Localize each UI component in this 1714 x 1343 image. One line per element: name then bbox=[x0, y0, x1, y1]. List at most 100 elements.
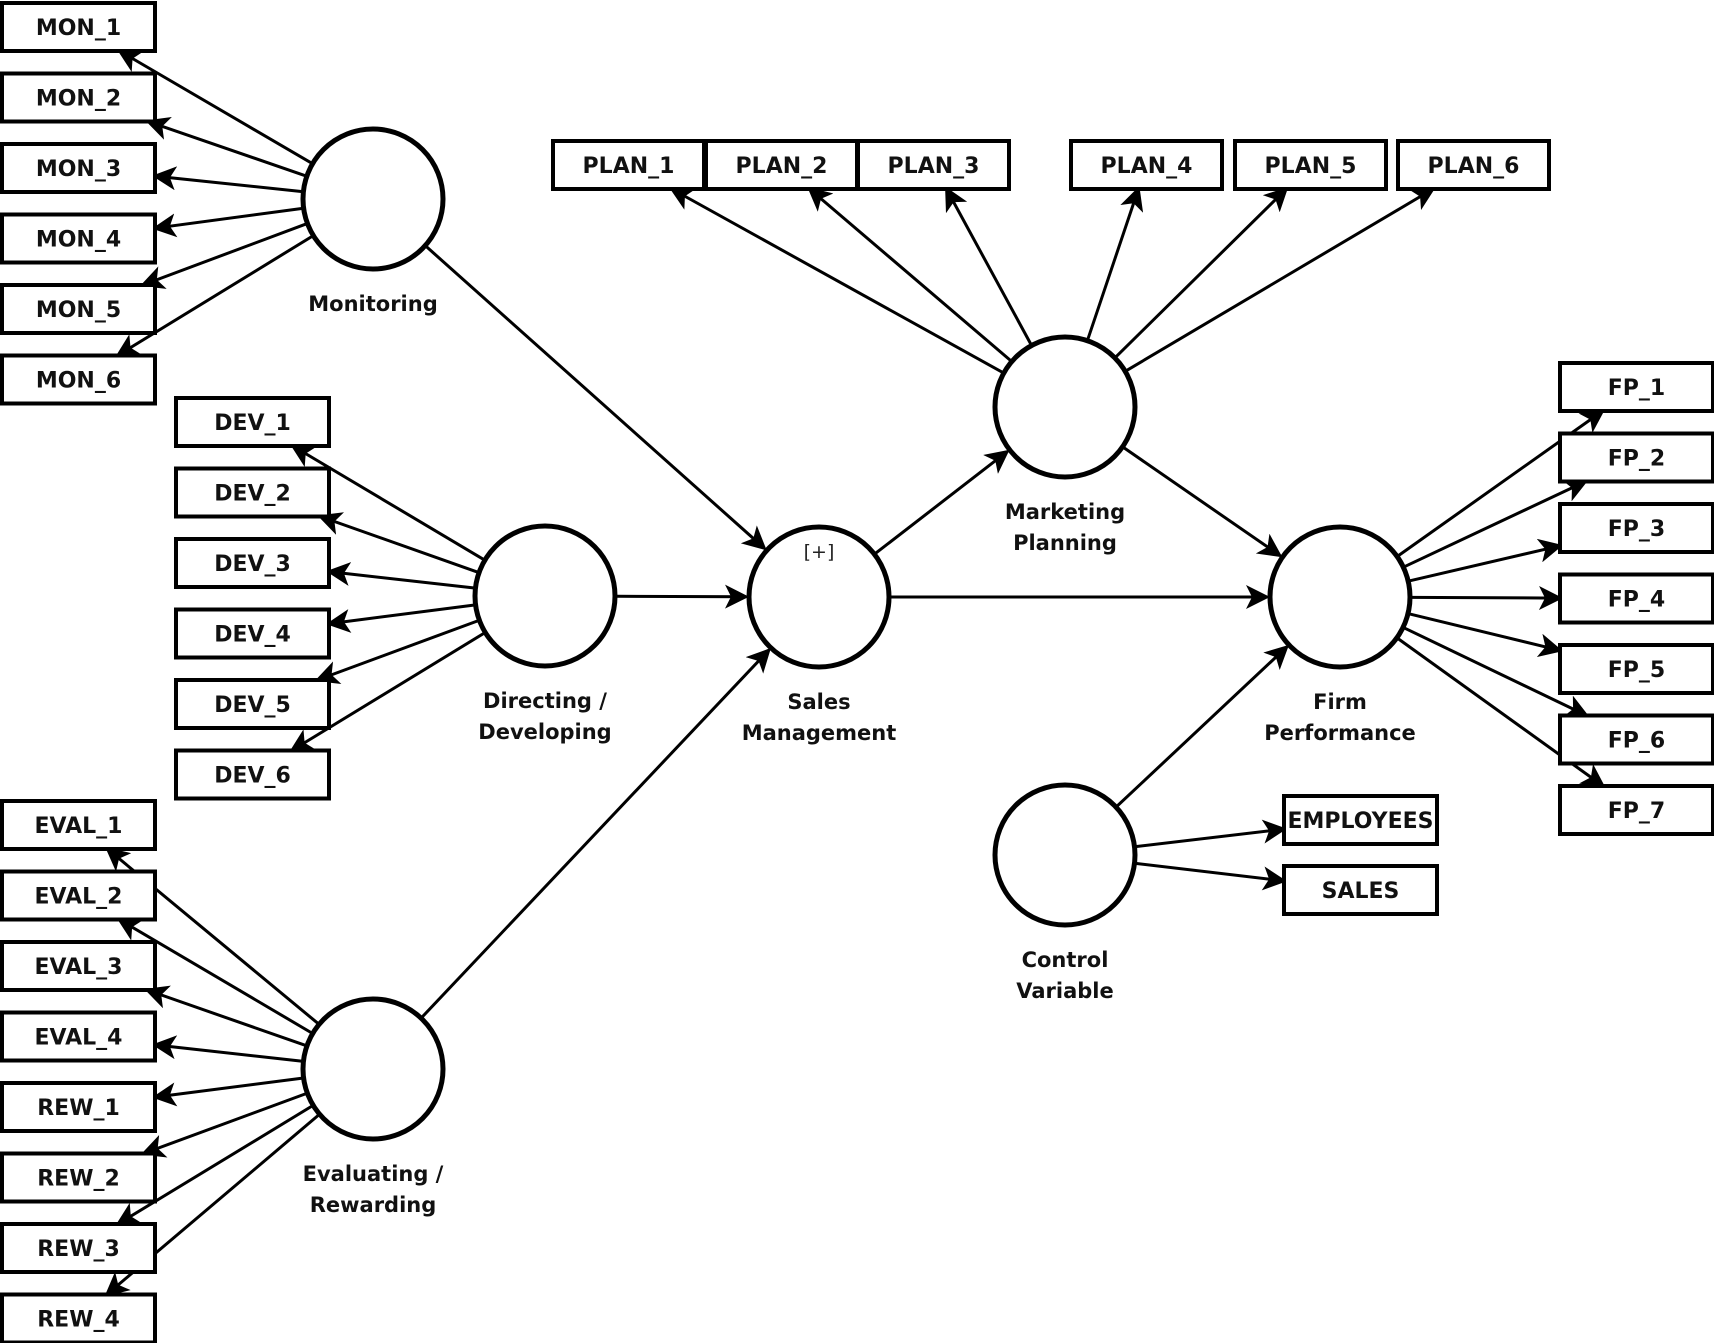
latent-label-line: Monitoring bbox=[308, 292, 437, 316]
indicator-label: MON_6 bbox=[36, 369, 121, 394]
indicator-label: PLAN_6 bbox=[1428, 154, 1520, 179]
indicator-box bbox=[174, 466, 331, 519]
indicator-label: EVAL_2 bbox=[35, 885, 123, 910]
latent-circle bbox=[300, 126, 446, 272]
loading-arrow-dev_6 bbox=[289, 631, 486, 753]
indicator-employees: EMPLOYEES bbox=[1282, 794, 1439, 846]
formative-marker: [+] bbox=[804, 541, 835, 563]
loading-arrow-rew_1 bbox=[152, 1076, 303, 1107]
indicator-box bbox=[1069, 139, 1224, 191]
loading-arrow-fp_5 bbox=[1408, 612, 1563, 658]
path-arrow-marketing-to-firm_perf bbox=[1122, 446, 1283, 558]
indicator-box bbox=[0, 283, 157, 335]
loading-arrow-plan_3 bbox=[945, 186, 1033, 346]
loading-arrow-rew_2 bbox=[140, 1092, 307, 1158]
loading-arrow-fp_3 bbox=[1408, 538, 1563, 583]
indicator-mon_3: MON_3 bbox=[0, 142, 157, 194]
path-arrow-monitoring-to-sales_mgmt bbox=[425, 245, 767, 551]
indicator-box bbox=[856, 139, 1011, 191]
indicator-label: PLAN_1 bbox=[583, 154, 675, 179]
indicator-box bbox=[1558, 431, 1714, 484]
indicator-mon_5: MON_5 bbox=[0, 283, 157, 335]
indicator-label: REW_1 bbox=[37, 1096, 120, 1121]
indicator-rew_4: REW_4 bbox=[0, 1292, 157, 1343]
indicator-box bbox=[0, 1222, 157, 1274]
loading-arrow-fp_6 bbox=[1403, 626, 1590, 718]
indicator-label: DEV_3 bbox=[214, 552, 291, 577]
indicator-label: MON_2 bbox=[36, 87, 121, 112]
indicator-label: PLAN_4 bbox=[1101, 154, 1193, 179]
latent-label-line: Performance bbox=[1264, 721, 1416, 745]
indicator-box bbox=[174, 396, 331, 448]
latent-label-line: Developing bbox=[478, 720, 611, 744]
indicator-label: FP_2 bbox=[1608, 447, 1665, 472]
loading-arrow-plan_2 bbox=[807, 187, 1012, 363]
indicator-rew_2: REW_2 bbox=[0, 1151, 157, 1204]
indicator-sales: SALES bbox=[1282, 864, 1439, 916]
indicator-label: PLAN_2 bbox=[736, 154, 828, 179]
latent-label-line: Firm bbox=[1313, 690, 1367, 714]
latent-label-line: Marketing bbox=[1005, 500, 1125, 524]
indicator-label: FP_6 bbox=[1608, 729, 1665, 754]
indicator-fp_3: FP_3 bbox=[1558, 502, 1714, 554]
indicator-box bbox=[0, 1151, 157, 1204]
latent-sales-mgmt: [+] bbox=[746, 524, 892, 670]
indicator-label: FP_7 bbox=[1608, 799, 1665, 824]
latent-label-line: Rewarding bbox=[310, 1193, 437, 1217]
indicator-label: SALES bbox=[1322, 879, 1400, 904]
loading-arrow-sales bbox=[1135, 861, 1287, 891]
latent-circle bbox=[992, 334, 1138, 480]
indicator-label: DEV_2 bbox=[214, 482, 291, 507]
indicator-plan_1: PLAN_1 bbox=[551, 139, 706, 191]
indicator-mon_4: MON_4 bbox=[0, 212, 157, 265]
indicator-box bbox=[0, 1010, 157, 1063]
loading-arrow-rew_3 bbox=[115, 1104, 314, 1226]
indicator-plan_2: PLAN_2 bbox=[704, 139, 859, 191]
path-arrow-control-to-firm_perf bbox=[1115, 644, 1289, 808]
indicator-eval_1: EVAL_1 bbox=[0, 799, 157, 851]
latent-marketing bbox=[992, 334, 1138, 480]
loading-arrow-plan_5 bbox=[1114, 186, 1289, 359]
loading-arrow-mon_1 bbox=[117, 49, 313, 165]
indicator-label: DEV_6 bbox=[214, 764, 291, 789]
latent-label-line: Evaluating / bbox=[303, 1162, 444, 1186]
loading-arrow-eval_2 bbox=[116, 917, 313, 1035]
loading-arrow-employees bbox=[1135, 819, 1287, 849]
indicator-label: PLAN_3 bbox=[888, 154, 980, 179]
indicator-box bbox=[1282, 794, 1439, 846]
indicator-label: DEV_4 bbox=[214, 623, 291, 648]
indicator-fp_2: FP_2 bbox=[1558, 431, 1714, 484]
indicator-label: MON_1 bbox=[36, 16, 121, 41]
latent-circle bbox=[300, 996, 446, 1142]
latent-circle bbox=[992, 782, 1138, 928]
indicator-box bbox=[0, 799, 157, 851]
indicator-fp_5: FP_5 bbox=[1558, 643, 1714, 695]
latent-evaluating bbox=[300, 996, 446, 1142]
indicator-box bbox=[174, 678, 331, 730]
indicator-mon_2: MON_2 bbox=[0, 71, 157, 124]
indicator-box bbox=[1558, 361, 1714, 413]
indicator-box bbox=[0, 212, 157, 265]
path-arrow-evaluating-to-sales_mgmt bbox=[420, 647, 771, 1019]
indicator-label: MON_3 bbox=[36, 157, 121, 182]
loading-arrow-fp_2 bbox=[1403, 479, 1589, 569]
indicator-label: EMPLOYEES bbox=[1287, 809, 1433, 834]
indicator-label: REW_4 bbox=[37, 1308, 120, 1333]
latent-label-evaluating: Evaluating / Rewarding bbox=[303, 1162, 444, 1217]
latent-firm-perf bbox=[1267, 524, 1413, 670]
indicator-fp_4: FP_4 bbox=[1558, 572, 1714, 625]
latent-label-line: Planning bbox=[1013, 531, 1117, 555]
loading-arrow-fp_4 bbox=[1410, 586, 1563, 611]
indicator-dev_3: DEV_3 bbox=[174, 537, 331, 589]
indicator-dev_5: DEV_5 bbox=[174, 678, 331, 730]
latent-circle bbox=[472, 523, 618, 669]
indicator-box bbox=[704, 139, 859, 191]
indicator-fp_1: FP_1 bbox=[1558, 361, 1714, 413]
loading-arrow-dev_2 bbox=[317, 512, 479, 574]
indicator-eval_3: EVAL_3 bbox=[0, 940, 157, 992]
indicator-box bbox=[174, 748, 331, 801]
indicator-plan_3: PLAN_3 bbox=[856, 139, 1011, 191]
